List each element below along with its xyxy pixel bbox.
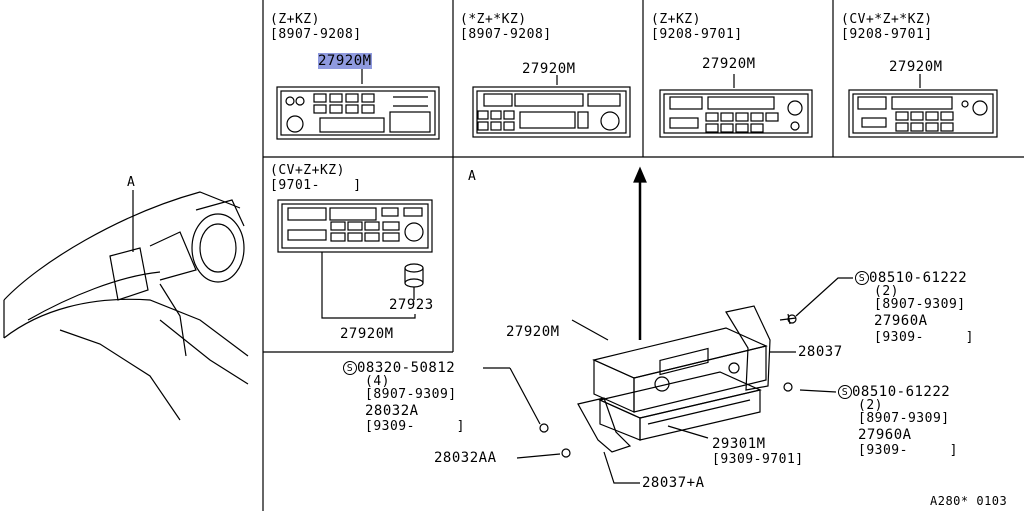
- standard-part-symbol-icon: S: [838, 385, 852, 399]
- callout-bolt-lower[interactable]: 28032AA: [434, 450, 497, 466]
- variant-2-model: (*Z+*KZ): [460, 12, 527, 27]
- screw-right-bottom-qty: (2): [858, 398, 883, 413]
- radio-face-5: [277, 199, 433, 319]
- panel-grid: [262, 0, 1024, 511]
- standard-part-symbol-icon: S: [343, 361, 357, 375]
- callout-sleeve-range: [9309-9701]: [712, 452, 804, 467]
- variant-5-knob-part[interactable]: 27923: [389, 297, 434, 313]
- screw-right-top-part: 08510-61222: [869, 270, 968, 286]
- callout-unit[interactable]: 27920M: [506, 324, 560, 340]
- variant-1-part[interactable]: 27920M: [318, 53, 372, 69]
- variant-3-model: (Z+KZ): [651, 12, 701, 27]
- screw-right-bottom-part2[interactable]: 27960A: [858, 427, 912, 443]
- diagram-code: A280* 0103: [930, 494, 1008, 508]
- dash-view-label: A: [127, 175, 136, 190]
- screw-left-range2: [9309- ]: [365, 419, 465, 434]
- radio-face-1: [276, 66, 440, 140]
- variant-2-range: [8907-9208]: [460, 27, 552, 42]
- radio-face-2: [472, 75, 631, 138]
- screw-right-top-range2: [9309- ]: [874, 330, 974, 345]
- variant-5-range: [9701- ]: [270, 178, 362, 193]
- screw-right-top-qty: (2): [874, 284, 899, 299]
- callout-bracket-lower[interactable]: 28037+A: [642, 475, 705, 491]
- screw-right-bottom-part: 08510-61222: [852, 384, 951, 400]
- variant-3-range: [9208-9701]: [651, 27, 743, 42]
- screw-left-qty: (4): [365, 374, 390, 389]
- exploded-view-label: A: [468, 169, 477, 184]
- variant-1-range: [8907-9208]: [270, 27, 362, 42]
- standard-part-symbol-icon: S: [855, 271, 869, 285]
- screw-left-part: 08320-50812: [357, 360, 456, 376]
- screw-right-bottom-range1: [8907-9309]: [858, 411, 950, 426]
- radio-face-4: [848, 74, 998, 138]
- variant-4-model: (CV+*Z+*KZ): [841, 12, 933, 27]
- screw-left-part2[interactable]: 28032A: [365, 403, 419, 419]
- variant-5-model: (CV+Z+KZ): [270, 163, 345, 178]
- screw-left-range1: [8907-9309]: [365, 387, 457, 402]
- variant-4-range: [9208-9701]: [841, 27, 933, 42]
- callout-sleeve[interactable]: 29301M: [712, 436, 766, 452]
- variant-1-model: (Z+KZ): [270, 12, 320, 27]
- dashboard-sketch: [3, 190, 249, 421]
- exploded-assembly: [483, 166, 853, 484]
- callout-bracket-right[interactable]: 28037: [798, 344, 843, 360]
- variant-4-part[interactable]: 27920M: [889, 59, 943, 75]
- screw-right-bottom-range2: [9309- ]: [858, 443, 958, 458]
- radio-face-3: [659, 74, 813, 138]
- variant-1-part-text: 27920M: [318, 53, 372, 69]
- variant-5-unit-part[interactable]: 27920M: [340, 326, 394, 342]
- variant-3-part[interactable]: 27920M: [702, 56, 756, 72]
- screw-right-top-part2[interactable]: 27960A: [874, 313, 928, 329]
- screw-right-top-range1: [8907-9309]: [874, 297, 966, 312]
- variant-2-part[interactable]: 27920M: [522, 61, 576, 77]
